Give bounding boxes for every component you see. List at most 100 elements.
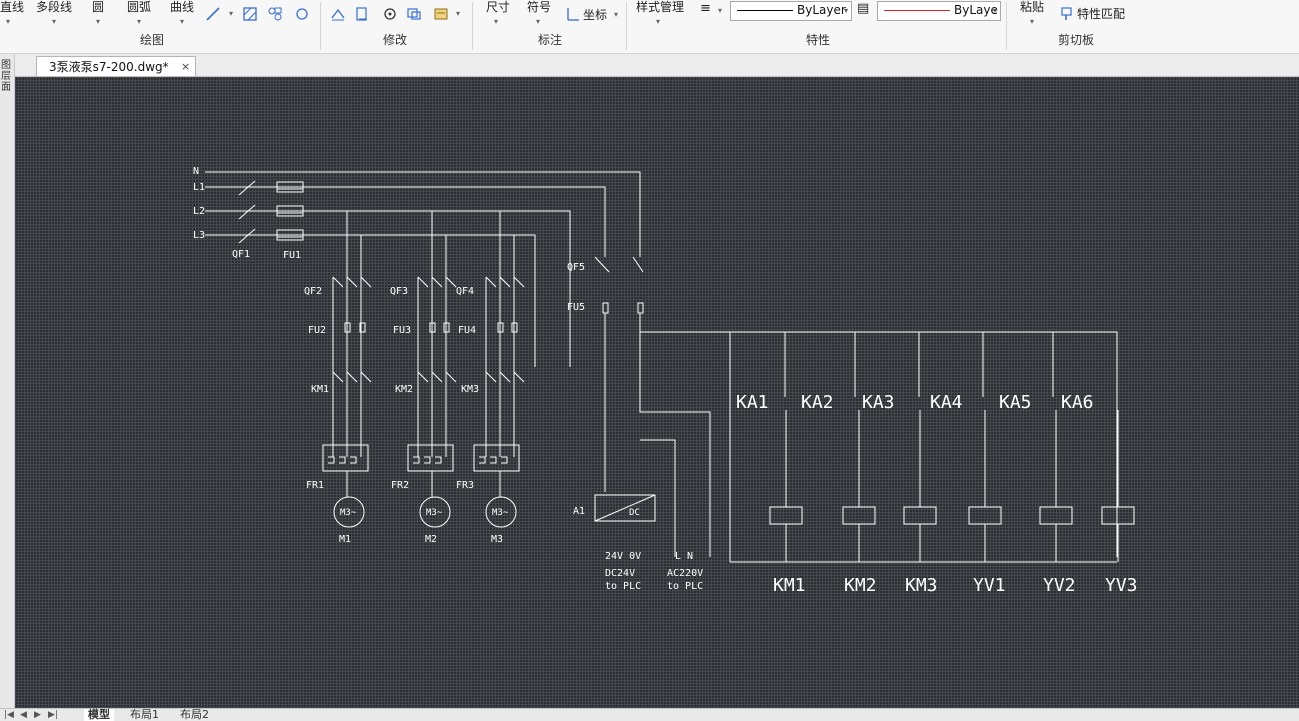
construction-line-icon[interactable] xyxy=(205,6,221,22)
motor-symbol: M3~ xyxy=(492,508,509,518)
prev-layout-icon[interactable]: ◀ xyxy=(20,710,27,720)
curve-tool-button[interactable]: 曲线 xyxy=(170,0,195,14)
match-properties-button[interactable]: 特性匹配 xyxy=(1077,7,1126,21)
lineweight-list-icon[interactable]: ≡ xyxy=(700,1,711,16)
color-select[interactable]: ByLaye ▾ xyxy=(877,1,1001,21)
symbol-dropdown-icon[interactable]: ▾ xyxy=(536,17,541,26)
fu1-fuse xyxy=(276,229,304,241)
close-icon[interactable]: × xyxy=(181,60,191,73)
linetype-sample xyxy=(737,10,793,11)
linetype-dropdown-icon: ▾ xyxy=(843,6,848,15)
hatch-icon[interactable] xyxy=(242,6,258,22)
style-manager-button[interactable]: 样式管理 xyxy=(636,0,685,14)
fu1-fuse xyxy=(276,181,304,193)
coil-km2 xyxy=(842,506,876,525)
properties-group-label: 特性 xyxy=(805,33,830,47)
coordinate-icon[interactable] xyxy=(565,6,581,22)
annotation-group-label: 标注 xyxy=(537,33,562,47)
circle-dropdown-icon[interactable]: ▾ xyxy=(96,17,101,26)
color-list-icon[interactable]: ▤ xyxy=(857,1,870,16)
tab-model[interactable]: 模型 xyxy=(84,709,114,721)
linetype-value: ByLayer xyxy=(797,3,846,17)
copy-icon[interactable] xyxy=(354,6,370,22)
curve-dropdown-icon[interactable]: ▾ xyxy=(180,17,185,26)
label-fu2: FU2 xyxy=(308,325,326,336)
qf1-contact xyxy=(238,204,256,220)
relay-ka2: KA2 xyxy=(801,392,834,413)
dimension-dropdown-icon[interactable]: ▾ xyxy=(494,17,499,26)
arc-dropdown-icon[interactable]: ▾ xyxy=(137,17,142,26)
label-fu3: FU3 xyxy=(393,325,411,336)
label-l1: L1 xyxy=(193,182,205,193)
arc-tool-button[interactable]: 圆弧 xyxy=(127,0,152,14)
document-tab[interactable]: 3泵液泵s7-200.dwg* × xyxy=(36,56,196,76)
boundary-icon[interactable] xyxy=(267,6,283,22)
dc-label-1: DC24V xyxy=(605,568,635,579)
relay-ka3: KA3 xyxy=(862,392,895,413)
qf1-contact xyxy=(238,180,256,196)
psu-dc-label: DC xyxy=(629,508,640,518)
fr2-relay xyxy=(407,444,454,472)
drawing-canvas[interactable]: N L1 L2 L3 QF1 FU1 QF5 FU5 QF2 QF3 QF4 F… xyxy=(15,77,1299,708)
last-layout-icon[interactable]: ▶| xyxy=(48,710,58,720)
line-tool-button[interactable]: 直线 xyxy=(0,0,25,14)
rotate-icon[interactable] xyxy=(382,6,398,22)
output-km3: KM3 xyxy=(905,575,938,596)
ribbon-toolbar: 直线 ▾ 多段线 ▾ 圆 ▾ 圆弧 ▾ 曲线 ▾ ▾ 绘图 ▾ 修改 尺寸 ▾ … xyxy=(0,0,1299,54)
motor-symbol: M3~ xyxy=(340,508,357,518)
dimension-tool-button[interactable]: 尺寸 xyxy=(486,0,511,14)
qf1-contact xyxy=(238,228,256,244)
first-layout-icon[interactable]: |◀ xyxy=(4,710,14,720)
circle-tool-button[interactable]: 圆 xyxy=(92,0,105,14)
layer-panel-strip[interactable]: 图层面 xyxy=(0,54,15,720)
coil-yv1 xyxy=(968,506,1002,525)
qf4-contacts xyxy=(485,276,525,288)
motor-symbol: M3~ xyxy=(426,508,443,518)
ac-label-1: AC220V xyxy=(667,568,703,579)
construction-dropdown-icon[interactable]: ▾ xyxy=(229,9,234,18)
tab-layout1[interactable]: 布局1 xyxy=(130,708,159,721)
qf3-contacts xyxy=(417,276,457,288)
document-tab-bar: 3泵液泵s7-200.dwg* × xyxy=(0,54,1299,77)
color-value: ByLaye xyxy=(954,3,998,17)
tab-layout2[interactable]: 布局2 xyxy=(180,708,209,721)
region-icon[interactable] xyxy=(294,6,310,22)
label-km1: KM1 xyxy=(311,384,329,395)
linetype-select[interactable]: ByLayer ▾ xyxy=(730,1,852,21)
coil-yv3 xyxy=(1101,506,1135,525)
schematic-drawing: N L1 L2 L3 QF1 FU1 QF5 FU5 QF2 QF3 QF4 F… xyxy=(193,166,1138,596)
label-m1: M1 xyxy=(339,534,351,545)
next-layout-icon[interactable]: ▶ xyxy=(34,710,41,720)
polyline-dropdown-icon[interactable]: ▾ xyxy=(52,17,57,26)
coordinate-tool-button[interactable]: 坐标 xyxy=(583,8,608,22)
power-supply-unit xyxy=(594,494,656,522)
match-properties-icon[interactable] xyxy=(1059,6,1075,22)
modify-group-label: 修改 xyxy=(382,33,407,47)
label-l2: L2 xyxy=(193,206,205,217)
motor-m3 xyxy=(485,496,517,528)
symbol-tool-button[interactable]: 符号 xyxy=(527,0,552,14)
psu-ac-terminals: L N xyxy=(675,551,693,562)
paste-dropdown-icon[interactable]: ▾ xyxy=(1030,17,1035,26)
km1-contacts xyxy=(332,371,372,383)
label-n: N xyxy=(193,166,199,177)
coordinate-dropdown-icon[interactable]: ▾ xyxy=(614,10,619,19)
scale-icon[interactable] xyxy=(406,6,422,22)
label-fr2: FR2 xyxy=(391,480,409,491)
label-m3: M3 xyxy=(491,534,503,545)
line-dropdown-icon[interactable]: ▾ xyxy=(6,17,11,26)
label-qf1: QF1 xyxy=(232,249,250,260)
km2-contacts xyxy=(417,371,457,383)
group-separator xyxy=(320,2,321,50)
modify-dropdown-icon[interactable]: ▾ xyxy=(456,9,461,18)
lineweight-dropdown-icon[interactable]: ▾ xyxy=(718,6,723,15)
move-icon[interactable] xyxy=(330,6,346,22)
polyline-tool-button[interactable]: 多段线 xyxy=(36,0,73,14)
group-separator xyxy=(1006,2,1007,50)
label-fr1: FR1 xyxy=(306,480,324,491)
paste-button[interactable]: 粘贴 xyxy=(1020,0,1045,14)
properties-edit-icon[interactable] xyxy=(433,6,449,22)
style-manager-dropdown-icon[interactable]: ▾ xyxy=(656,17,661,26)
fr1-relay xyxy=(322,444,369,472)
dc-label-2: to PLC xyxy=(605,581,641,592)
